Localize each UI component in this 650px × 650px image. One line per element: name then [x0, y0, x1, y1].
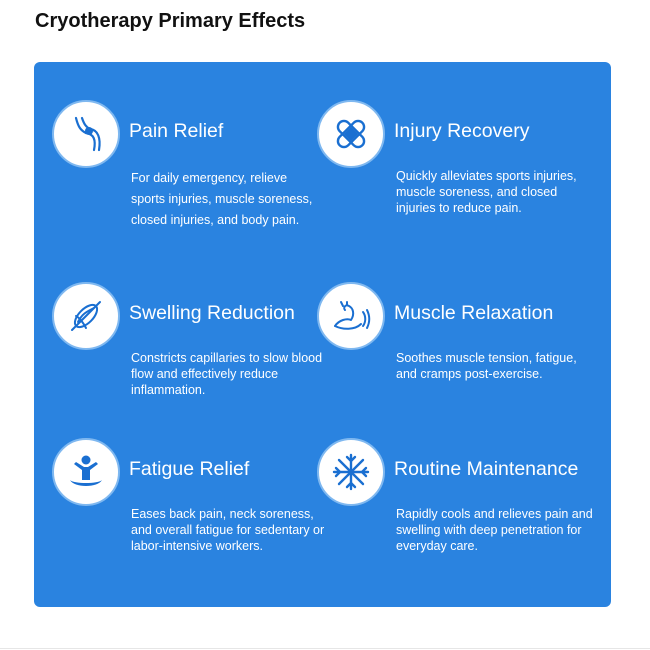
effect-title: Fatigue Relief — [129, 458, 250, 480]
effect-description: Quickly alleviates sports injuries, musc… — [396, 169, 577, 215]
bandage-icon — [317, 100, 385, 168]
effect-card-muscle-relaxation: Muscle Relaxation Soothes muscle tension… — [317, 282, 607, 432]
muscle-fiber-icon — [52, 282, 120, 350]
person-relief-icon — [52, 438, 120, 506]
effect-title: Pain Relief — [129, 120, 224, 142]
effect-description: Soothes muscle tension, fatigue, and cra… — [396, 351, 577, 381]
effect-title: Injury Recovery — [394, 120, 530, 142]
effects-panel: Pain Relief For daily emergency, relieve… — [34, 62, 611, 607]
effect-title: Muscle Relaxation — [394, 302, 554, 324]
effect-card-pain-relief: Pain Relief For daily emergency, relieve… — [52, 100, 342, 250]
divider — [0, 648, 650, 649]
effect-card-routine-maintenance: Routine Maintenance Rapidly cools and re… — [317, 438, 607, 588]
effect-card-injury-recovery: Injury Recovery Quickly alleviates sport… — [317, 100, 607, 250]
effect-description: Eases back pain, neck soreness, and over… — [131, 507, 325, 553]
effect-description: Rapidly cools and relieves pain and swel… — [396, 507, 593, 553]
effect-title: Routine Maintenance — [394, 458, 579, 480]
effect-card-fatigue-relief: Fatigue Relief Eases back pain, neck sor… — [52, 438, 342, 588]
flexed-arm-icon — [317, 282, 385, 350]
effect-description: For daily emergency, relieve sports inju… — [131, 171, 313, 227]
page-title: Cryotherapy Primary Effects — [35, 10, 306, 32]
effect-card-swelling-reduction: Swelling Reduction Constricts capillarie… — [52, 282, 342, 432]
effect-title: Swelling Reduction — [129, 302, 295, 324]
snowflake-icon — [317, 438, 385, 506]
knee-joint-icon — [52, 100, 120, 168]
effect-description: Constricts capillaries to slow blood flo… — [131, 351, 323, 397]
